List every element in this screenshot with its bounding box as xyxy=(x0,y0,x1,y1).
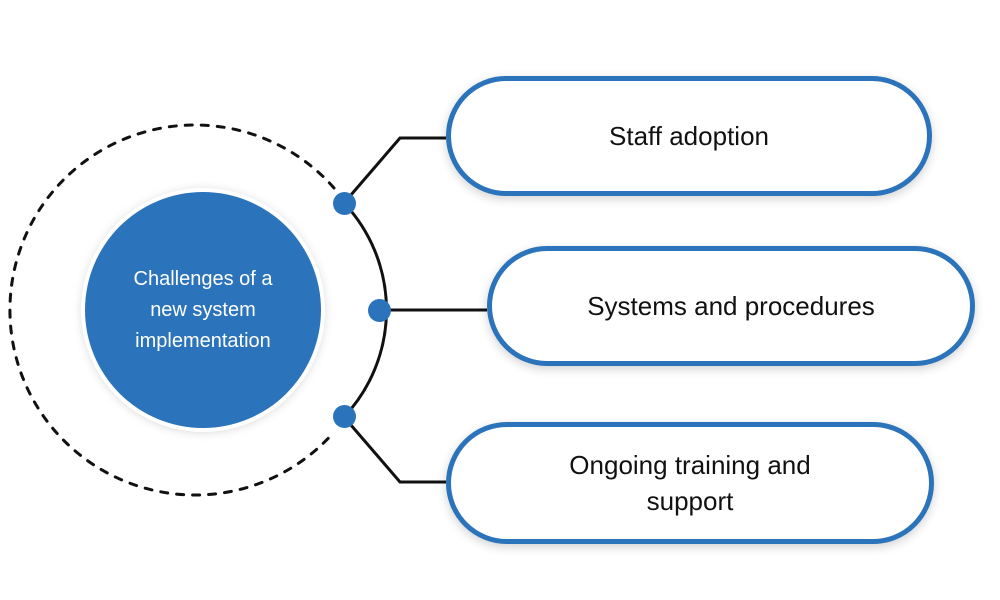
item-label: Systems and procedures xyxy=(587,291,875,321)
item-ongoing-training-and-support: Ongoing training and support xyxy=(446,422,934,544)
item-label: Ongoing training and support xyxy=(569,450,811,516)
central-topic-circle: Challenges of a new system implementatio… xyxy=(85,192,321,428)
dashed-outer-ring xyxy=(8,123,336,497)
central-topic-label: Challenges of a new system implementatio… xyxy=(133,267,273,352)
item-staff-adoption: Staff adoption xyxy=(446,76,932,196)
connector-node-2 xyxy=(368,299,391,322)
connector-node-1 xyxy=(333,192,356,215)
item-label: Staff adoption xyxy=(609,121,769,151)
branch-line-ongoing-training xyxy=(342,416,446,484)
connector-node-3 xyxy=(333,405,356,428)
item-systems-and-procedures: Systems and procedures xyxy=(487,246,975,366)
branch-line-staff-adoption xyxy=(342,136,446,204)
